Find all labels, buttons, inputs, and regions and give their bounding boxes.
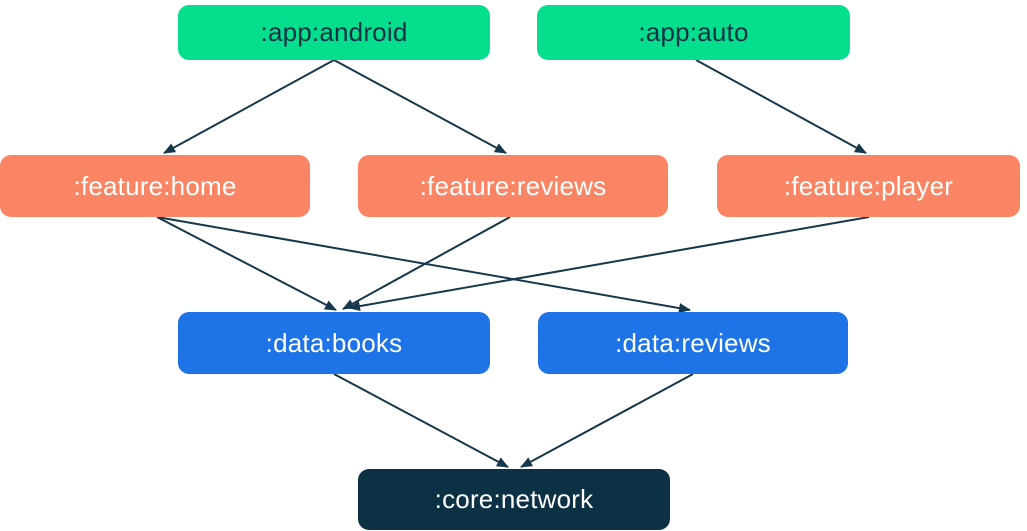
node-data-books: :data:books bbox=[178, 312, 490, 374]
node-core-network: :core:network bbox=[358, 469, 670, 530]
node-feature-player: :feature:player bbox=[717, 155, 1020, 217]
edge-app-android--feature-reviews bbox=[333, 59, 507, 154]
node-feature-reviews: :feature:reviews bbox=[358, 155, 668, 217]
node-app-auto: :app:auto bbox=[537, 5, 850, 60]
node-label: :feature:reviews bbox=[419, 170, 607, 201]
edge-feature-home--data-reviews bbox=[156, 216, 691, 314]
node-label: :feature:home bbox=[73, 170, 237, 201]
node-feature-home: :feature:home bbox=[0, 155, 310, 217]
node-label: :app:auto bbox=[638, 17, 749, 47]
node-label: :data:reviews bbox=[615, 327, 771, 358]
node-label: :feature:player bbox=[783, 170, 954, 201]
edge-feature-player--data-books bbox=[348, 216, 870, 312]
edge-data-books--core-network bbox=[333, 373, 509, 468]
edge-feature-home--data-books bbox=[156, 216, 337, 311]
edge-group bbox=[156, 59, 870, 468]
edge-feature-reviews--data-books bbox=[342, 216, 511, 310]
edge-app-android--feature-home bbox=[163, 59, 335, 154]
node-label: :data:books bbox=[265, 327, 403, 358]
node-data-reviews: :data:reviews bbox=[538, 312, 848, 374]
edge-app-auto--feature-player bbox=[695, 59, 867, 154]
node-app-android: :app:android bbox=[178, 5, 490, 60]
edge-data-reviews--core-network bbox=[520, 373, 694, 468]
node-label: :core:network bbox=[434, 484, 594, 514]
node-label: :app:android bbox=[260, 17, 408, 47]
